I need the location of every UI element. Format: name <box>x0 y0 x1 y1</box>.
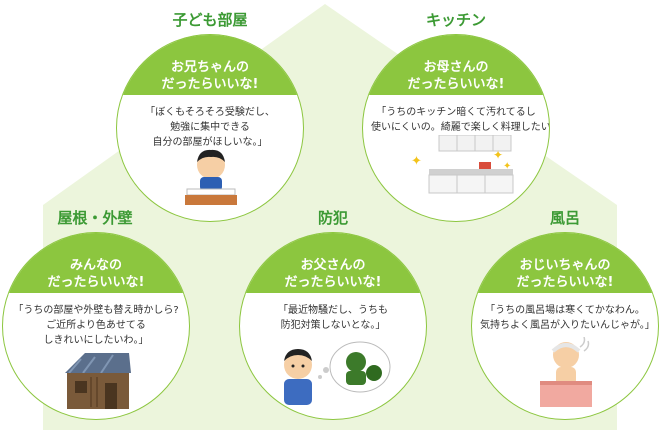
quote-text: 「うちのキッチン暗くて汚れてるし 使いにくいの。綺麗で楽しく料理したいわ。」 <box>371 107 550 133</box>
quote-text: 「うちの風呂場は寒くてかなわん。 気持ちよく風呂が入りたいんじゃが。」 <box>480 305 655 331</box>
section-title-security: 防犯 <box>317 209 348 227</box>
person-caption: お母さんの だったらいいな! <box>363 35 549 97</box>
svg-text:✦: ✦ <box>411 154 422 169</box>
old-house-icon <box>65 353 131 409</box>
svg-text:✦: ✦ <box>493 148 503 162</box>
worried-father-thief-icon <box>284 341 391 405</box>
person-caption: みんなの だったらいいな! <box>3 233 189 295</box>
grandpa-bath-icon <box>540 337 592 407</box>
quote-text: 「ぼくもそろそろ受験だし、 勉強に集中できる 自分の部屋がほしいな。」 <box>145 107 275 148</box>
quote-text: 「最近物騒だし、うちも 防犯対策しないとな。」 <box>278 305 388 331</box>
section-kitchen: お母さんの だったらいいな! 「うちのキッチン暗くて汚れてるし 使いにくいの。綺… <box>362 34 550 222</box>
section-title-kids-room: 子ども部屋 <box>172 11 248 29</box>
person-caption: おじいちゃんの だったらいいな! <box>472 233 658 295</box>
section-title-kitchen: キッチン <box>425 11 486 29</box>
section-security: お父さんの だったらいいな! 「最近物騒だし、うちも 防犯対策しないとな。」 <box>239 232 427 420</box>
section-title-bath: 風呂 <box>549 209 580 227</box>
section-kids-room: お兄ちゃんの だったらいいな! 「ぼくもそろそろ受験だし、 勉強に集中できる 自… <box>116 34 304 222</box>
section-roof-wall: みんなの だったらいいな! 「うちの部屋や外壁も替え時かしら? ご近所より色あせ… <box>2 232 190 420</box>
section-bath: おじいちゃんの だったらいいな! 「うちの風呂場は寒くてかなわん。 気持ちよく風… <box>471 232 659 420</box>
quote-text: 「うちの部屋や外壁も替え時かしら? ご近所より色あせてる しきれいにしたいわ。」 <box>13 305 179 346</box>
kitchen-icon: ✦ ✦ ✦ <box>411 135 514 194</box>
svg-text:✦: ✦ <box>503 161 511 172</box>
section-title-roof-wall: 屋根・外壁 <box>57 209 133 227</box>
boy-studying-icon <box>185 149 237 205</box>
person-caption: お兄ちゃんの だったらいいな! <box>117 35 303 97</box>
person-caption: お父さんの だったらいいな! <box>240 233 426 295</box>
